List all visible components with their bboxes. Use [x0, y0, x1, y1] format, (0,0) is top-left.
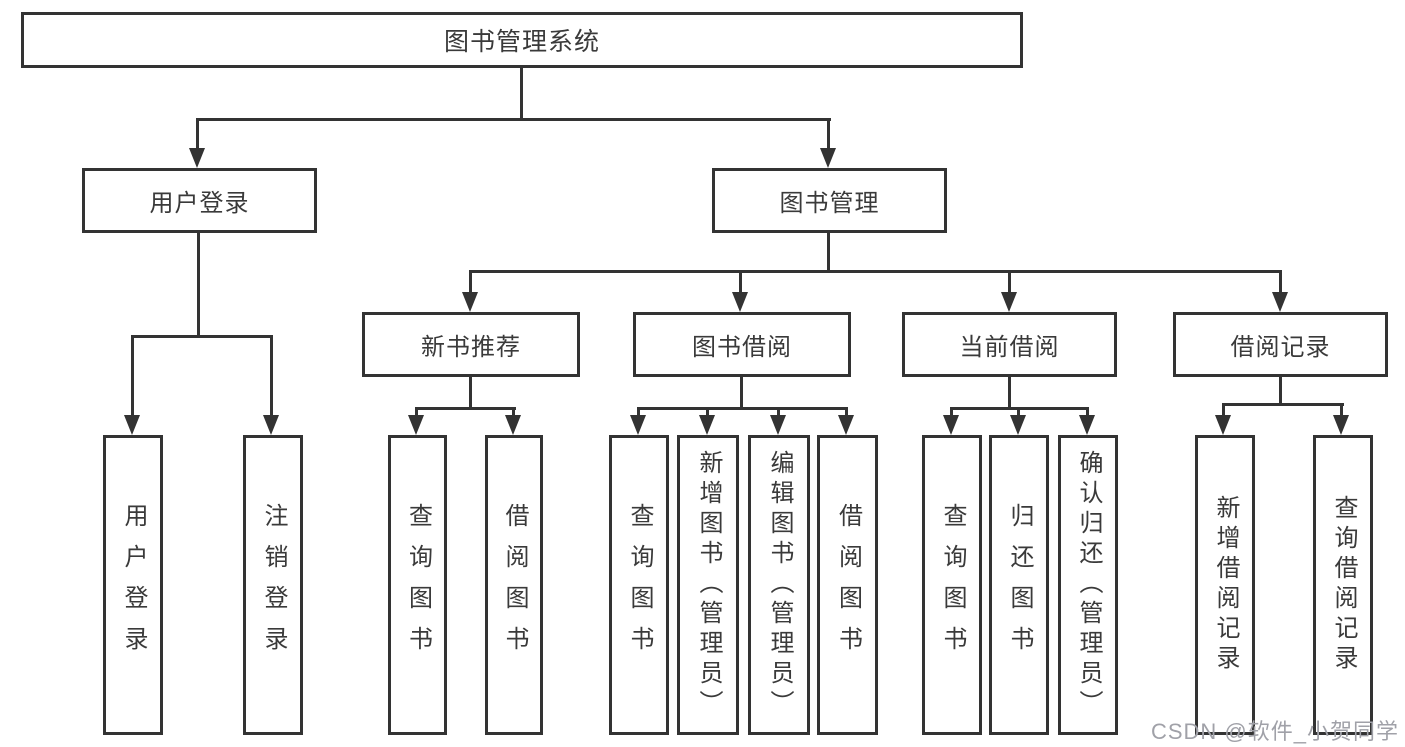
arrow-down-icon [189, 148, 205, 168]
node-book-borrowing: 图书借阅 [633, 312, 851, 377]
leaf-add-borrow-record-label: 新增借阅记录 [1212, 495, 1239, 675]
edge-newbooks-drop-2 [512, 407, 515, 419]
edge-records-rail [1222, 403, 1344, 406]
leaf-confirm-return-admin: 确认归还（管理员） [1058, 435, 1118, 735]
arrow-down-icon [408, 415, 424, 435]
leaf-return-books-label: 归还图书 [1006, 503, 1033, 667]
edge-bookmgmt-drop-3 [1008, 270, 1011, 294]
edge-current-drop-1 [950, 407, 953, 419]
leaf-query-books-newbooks-label: 查询图书 [404, 503, 432, 667]
arrow-down-icon [770, 415, 786, 435]
arrow-down-icon [462, 292, 478, 312]
edge-records-drop-2 [1340, 403, 1343, 419]
edge-userlogin-drop-2 [270, 335, 273, 417]
edge-root-stem [520, 66, 523, 120]
leaf-query-borrow-record-label: 查询借阅记录 [1330, 495, 1357, 675]
arrow-down-icon [1079, 415, 1095, 435]
node-borrowing-records: 借阅记录 [1173, 312, 1388, 377]
leaf-add-book-admin-label: 新增图书（管理员） [695, 450, 722, 720]
node-current-borrowing: 当前借阅 [902, 312, 1117, 377]
edge-bookmgmt-rail [469, 270, 1282, 273]
edge-userlogin-stem [197, 233, 200, 337]
arrow-down-icon [943, 415, 959, 435]
arrow-down-icon [124, 415, 140, 435]
leaf-logout-label: 注销登录 [260, 503, 287, 667]
leaf-query-books-current-label: 查询图书 [939, 503, 966, 667]
leaf-borrow-books-newbooks: 借阅图书 [485, 435, 543, 735]
edge-root-rail [197, 118, 831, 121]
arrow-down-icon [1333, 415, 1349, 435]
edge-borrow-stem [740, 377, 743, 410]
leaf-add-borrow-record: 新增借阅记录 [1195, 435, 1255, 735]
edge-borrow-drop-1 [637, 407, 640, 419]
node-borrowing-records-label: 借阅记录 [1230, 334, 1331, 361]
leaf-query-books-newbooks: 查询图书 [388, 435, 447, 735]
edge-records-drop-1 [1222, 403, 1225, 419]
arrow-down-icon [820, 148, 836, 168]
edge-bookmgmt-drop-1 [469, 270, 472, 294]
edge-newbooks-drop-1 [415, 407, 418, 419]
leaf-edit-book-admin-label: 编辑图书（管理员） [766, 450, 793, 720]
edge-borrow-drop-4 [845, 407, 848, 419]
node-book-management: 图书管理 [712, 168, 947, 233]
arrow-down-icon [1010, 415, 1026, 435]
edge-root-drop-left [196, 118, 199, 152]
leaf-query-books-borrow: 查询图书 [609, 435, 669, 735]
edge-userlogin-rail [131, 335, 273, 338]
arrow-down-icon [699, 415, 715, 435]
node-book-management-label: 图书管理 [779, 190, 880, 217]
leaf-borrow-books-borrow: 借阅图书 [817, 435, 878, 735]
edge-current-stem [1008, 377, 1011, 410]
leaf-user-login-label: 用户登录 [120, 503, 147, 667]
leaf-return-books: 归还图书 [989, 435, 1049, 735]
edge-current-drop-2 [1017, 407, 1020, 419]
leaf-confirm-return-admin-label: 确认归还（管理员） [1075, 450, 1102, 720]
arrow-down-icon [1272, 292, 1288, 312]
node-book-borrowing-label: 图书借阅 [692, 334, 792, 361]
edge-bookmgmt-stem [827, 233, 830, 272]
edge-root-drop-right [827, 118, 830, 152]
arrow-down-icon [838, 415, 854, 435]
edge-bookmgmt-drop-4 [1279, 270, 1282, 294]
edge-bookmgmt-drop-2 [739, 270, 742, 294]
leaf-edit-book-admin: 编辑图书（管理员） [748, 435, 810, 735]
edge-borrow-drop-3 [777, 407, 780, 419]
edge-newbooks-rail [416, 407, 516, 410]
leaf-borrow-books-borrow-label: 借阅图书 [834, 503, 862, 667]
edge-current-drop-3 [1086, 407, 1089, 419]
leaf-user-login: 用户登录 [103, 435, 163, 735]
node-current-borrowing-label: 当前借阅 [959, 334, 1060, 361]
node-new-book-recommendation: 新书推荐 [362, 312, 580, 377]
leaf-borrow-books-newbooks-label: 借阅图书 [501, 503, 528, 667]
arrow-down-icon [263, 415, 279, 435]
leaf-query-borrow-record: 查询借阅记录 [1313, 435, 1373, 735]
leaf-query-books-borrow-label: 查询图书 [626, 503, 653, 667]
leaf-query-books-current: 查询图书 [922, 435, 982, 735]
arrow-down-icon [1215, 415, 1231, 435]
leaf-add-book-admin: 新增图书（管理员） [677, 435, 739, 735]
edge-records-stem [1279, 377, 1282, 406]
node-user-login-label: 用户登录 [149, 190, 250, 217]
arrow-down-icon [630, 415, 646, 435]
edge-newbooks-stem [469, 377, 472, 410]
arrow-down-icon [505, 415, 521, 435]
arrow-down-icon [1001, 292, 1017, 312]
node-new-book-recommendation-label: 新书推荐 [421, 334, 521, 361]
node-library-system-label: 图书管理系统 [443, 28, 600, 56]
edge-borrow-rail [637, 407, 847, 410]
node-library-system: 图书管理系统 [21, 12, 1023, 68]
leaf-logout: 注销登录 [243, 435, 303, 735]
node-user-login: 用户登录 [82, 168, 317, 233]
csdn-watermark: CSDN @软件_小贺同学 [1150, 719, 1399, 744]
arrow-down-icon [732, 292, 748, 312]
edge-userlogin-drop-1 [131, 335, 134, 417]
edge-borrow-drop-2 [706, 407, 709, 419]
